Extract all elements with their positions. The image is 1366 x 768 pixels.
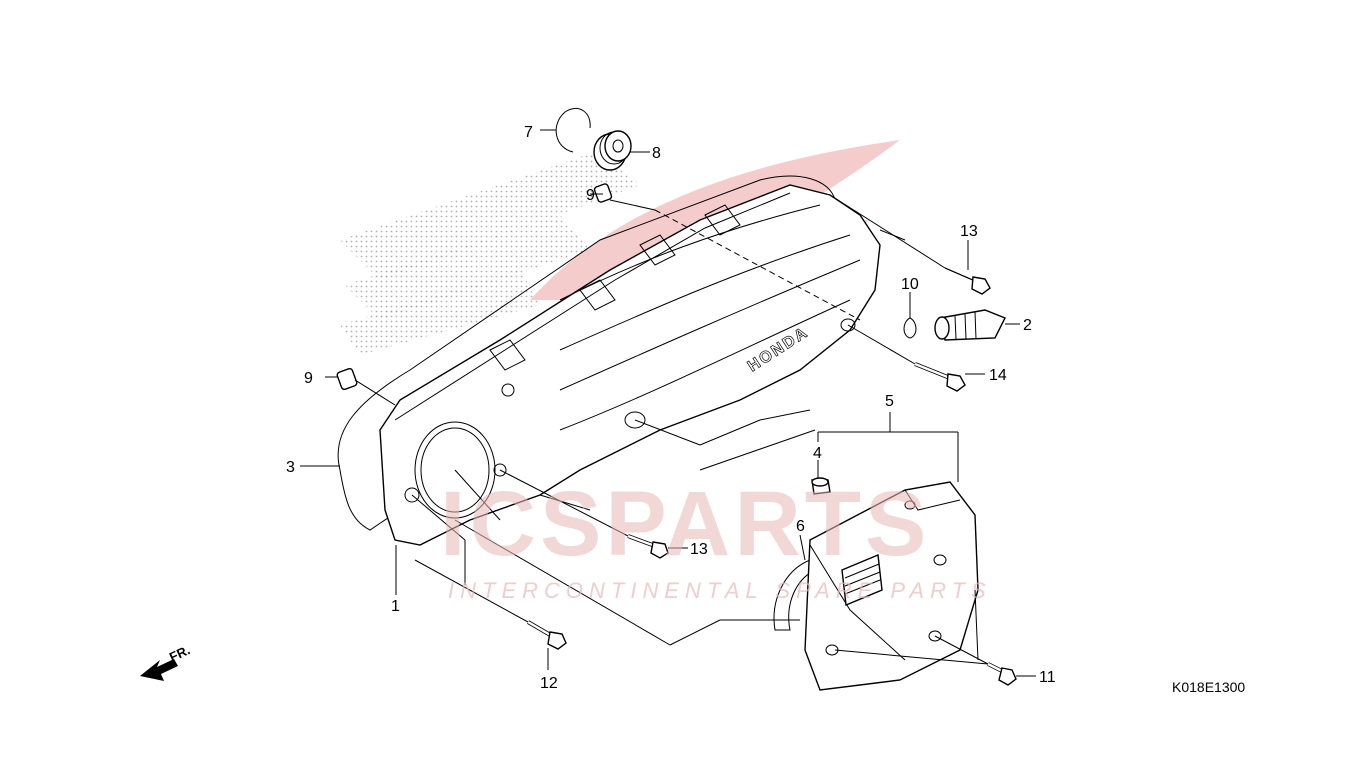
callout-13-upper: 13 — [960, 223, 978, 240]
front-direction-marker: FR. — [140, 642, 192, 681]
callout-14: 14 — [989, 367, 1007, 384]
grommet-part — [811, 477, 831, 495]
circlip-part — [555, 107, 591, 153]
callout-9-upper: 9 — [586, 187, 595, 204]
callout-7: 7 — [524, 124, 533, 141]
callout-6: 6 — [796, 518, 805, 535]
callout-labels: 7 8 9 9 3 13 10 2 14 5 4 6 13 1 12 11 — [286, 124, 1056, 692]
air-cover-assembly — [804, 481, 979, 691]
diagram-code: K018E1300 — [1172, 679, 1245, 695]
bearing-part — [593, 130, 632, 171]
alignment-dashed-line — [654, 209, 861, 321]
front-marker-label: FR. — [167, 642, 192, 664]
callout-8: 8 — [652, 145, 661, 162]
dowel-pin-upper — [593, 183, 613, 203]
callout-10: 10 — [901, 276, 919, 293]
bolt-13-upper — [944, 267, 991, 295]
left-crankcase-cover: HONDA — [379, 184, 881, 546]
callout-4: 4 — [813, 445, 822, 462]
leader-lines — [300, 129, 1036, 677]
watermark-brand: ICSPARTS — [440, 473, 930, 575]
gasket-outline — [337, 175, 839, 531]
callout-2: 2 — [1023, 317, 1032, 334]
callout-3: 3 — [286, 459, 295, 476]
bolt-14 — [914, 362, 966, 392]
callout-5: 5 — [885, 393, 894, 410]
hose-clip-part — [903, 312, 917, 339]
front-arrow-icon — [140, 659, 178, 681]
callout-1: 1 — [391, 598, 400, 615]
bolt-13-lower — [627, 534, 669, 559]
watermark-subtitle: INTERCONTINENTAL SPARE PARTS — [448, 578, 992, 603]
cover-seal-part — [773, 559, 816, 631]
bolt-11 — [987, 662, 1017, 686]
dotted-logo-watermark — [340, 150, 640, 355]
bolt-12 — [526, 620, 567, 650]
callout-12: 12 — [540, 675, 558, 692]
drain-tube-part — [934, 309, 1006, 341]
callout-13-lower: 13 — [690, 541, 708, 558]
callout-11: 11 — [1039, 669, 1056, 686]
callout-9-left: 9 — [304, 370, 313, 387]
dowel-pin-left — [336, 367, 358, 391]
